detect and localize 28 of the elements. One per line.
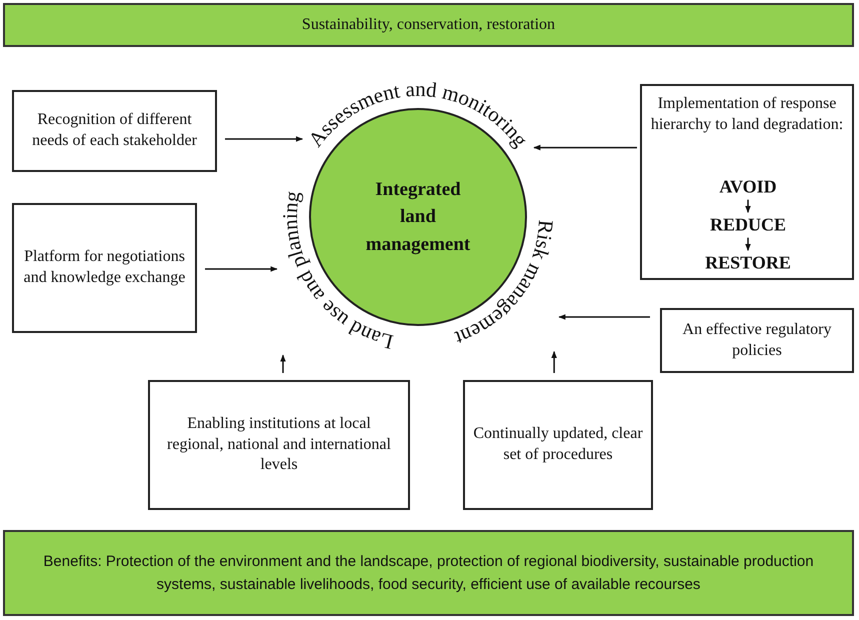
box-text: Enabling institutions at local regional, national and international levels	[166, 414, 392, 476]
step-label: RESTORE	[705, 251, 791, 275]
text-box	[660, 308, 854, 373]
text-box	[148, 380, 410, 510]
circle-text: Integrated land management	[364, 178, 472, 257]
banner-text: Sustainability, conservation, restoration	[302, 16, 556, 34]
banner	[3, 3, 854, 47]
box-text: Platform for negotiations and knowledge exchange	[22, 247, 186, 288]
banner	[3, 530, 854, 616]
banner-text: Benefits: Protection of the environment and the landscape, protection of regional biodiversity, sustainable production systems, sustainable livelihoods, food security, efficient use of available recourses	[42, 552, 815, 595]
box-text: An effective regulatory policies	[682, 320, 832, 360]
step-label: REDUCE	[710, 213, 786, 237]
arrow	[280, 354, 286, 373]
arrow	[558, 314, 650, 320]
text-box	[463, 380, 653, 510]
step-label: AVOID	[719, 175, 777, 199]
text-box	[640, 84, 854, 280]
box-text: Continually updated, clear set of procedures	[473, 424, 643, 465]
arrow	[533, 144, 637, 150]
box-text: Recognition of different needs of each stakeholder	[31, 110, 198, 151]
arrow	[551, 351, 557, 373]
arrow	[745, 200, 751, 213]
arrow	[745, 238, 751, 251]
box-heading: Implementation of response hierarchy to land degradation:	[650, 94, 844, 135]
text-box	[12, 90, 217, 172]
text-box	[12, 203, 197, 333]
arrow	[225, 136, 304, 142]
arrow	[205, 266, 278, 272]
